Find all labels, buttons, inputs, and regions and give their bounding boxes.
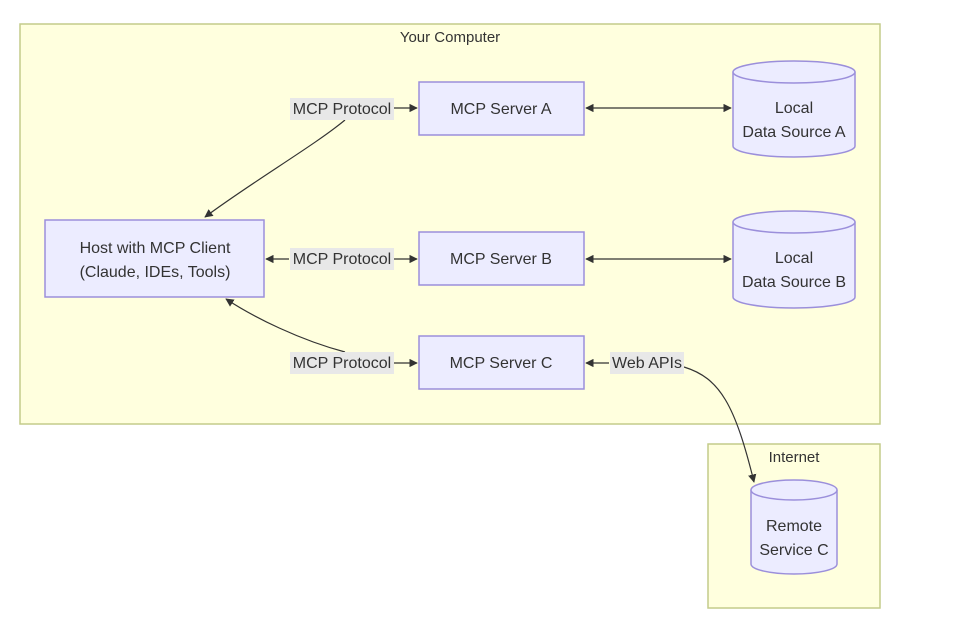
- edge-label-host-b: MCP Protocol: [290, 248, 394, 270]
- node-server-c: MCP Server C: [418, 335, 585, 390]
- edge-label-host-a: MCP Protocol: [290, 98, 394, 120]
- cluster-your-computer-label: Your Computer: [400, 29, 500, 46]
- edge-label-host-b-text: MCP Protocol: [293, 251, 391, 268]
- node-remote-c-line-2: Service C: [759, 542, 828, 559]
- edge-label-web-apis-text: Web APIs: [612, 355, 682, 372]
- edges: [204, 103, 757, 483]
- node-source-a-line-1: Local: [775, 100, 813, 117]
- node-host-line-1: Host with MCP Client: [80, 240, 231, 257]
- edge-label-web-apis: Web APIs: [610, 352, 684, 374]
- edge-label-host-a-text: MCP Protocol: [293, 101, 391, 118]
- cluster-internet: Internet: [707, 443, 881, 609]
- edge-label-host-c-text: MCP Protocol: [293, 355, 391, 372]
- node-source-a-line-2: Data Source A: [742, 124, 846, 141]
- node-source-b-line-2: Data Source B: [742, 274, 846, 291]
- node-server-a: MCP Server A: [418, 81, 585, 136]
- node-server-b-label: MCP Server B: [450, 251, 552, 268]
- edge-server-c-remote: [683, 366, 757, 483]
- node-server-c-label: MCP Server C: [450, 355, 553, 372]
- edge-label-host-c: MCP Protocol: [290, 352, 394, 374]
- node-remote-c-line-1: Remote: [766, 518, 822, 535]
- node-server-a-label: MCP Server A: [450, 101, 551, 118]
- cluster-internet-label: Internet: [769, 449, 821, 466]
- node-source-a: Local Data Source A: [732, 60, 856, 158]
- node-remote-c: Remote Service C: [750, 479, 838, 575]
- node-source-b: Local Data Source B: [732, 210, 856, 309]
- node-host: Host with MCP Client (Claude, IDEs, Tool…: [44, 219, 265, 298]
- edge-host-server-c: [225, 298, 346, 353]
- node-server-b: MCP Server B: [418, 231, 585, 286]
- node-host-line-2: (Claude, IDEs, Tools): [80, 264, 231, 281]
- node-source-b-line-1: Local: [775, 250, 813, 267]
- edge-host-server-a: [204, 119, 346, 218]
